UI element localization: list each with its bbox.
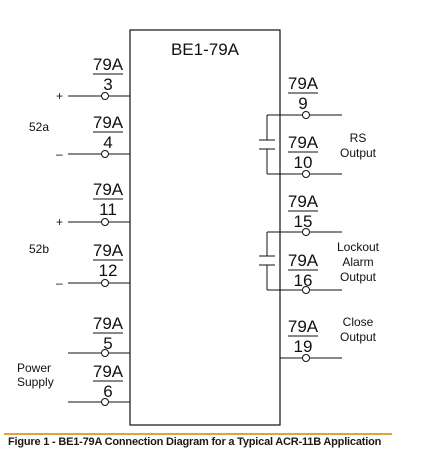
right-terminal-10: 79A 10 (280, 133, 342, 178)
label-rs-output: Output (340, 146, 377, 160)
terminal-number: 5 (103, 334, 112, 353)
caption-rule (4, 433, 392, 435)
figure-caption: Figure 1 - BE1-79A Connection Diagram fo… (8, 436, 382, 448)
label-supply: Supply (17, 375, 54, 389)
terminal-number: 6 (103, 382, 112, 401)
terminal-code: 79A (93, 180, 124, 199)
label-lockout-output: Output (340, 270, 377, 284)
terminal-code: 79A (93, 113, 124, 132)
left-terminal-3: 79A 3 (68, 55, 130, 100)
left-terminal-12: 79A 12 (68, 241, 130, 287)
connection-diagram: BE1-79A 79A 3 79A 4 79A 11 79A 12 79A 5 (17, 29, 380, 426)
plus-sign-52b: + (56, 215, 63, 229)
left-terminal-4: 79A 4 (68, 113, 130, 158)
terminal-number: 12 (99, 261, 118, 280)
terminal-number: 10 (294, 153, 313, 172)
terminal-number: 3 (103, 75, 112, 94)
right-terminal-19: 79A 19 (280, 317, 342, 362)
terminal-code: 79A (288, 192, 319, 211)
right-terminal-9: 79A 9 (280, 74, 342, 119)
terminal-code: 79A (93, 314, 124, 333)
terminal-code: 79A (93, 241, 124, 260)
left-terminal-6: 79A 6 (68, 362, 130, 406)
label-rs: RS (350, 131, 367, 145)
terminal-number: 16 (294, 271, 313, 290)
plus-sign-52a: + (56, 89, 63, 103)
terminal-number: 9 (298, 94, 307, 113)
label-close: Close (343, 315, 374, 329)
right-terminal-16: 79A 16 (280, 251, 342, 294)
terminal-code: 79A (288, 133, 319, 152)
terminal-number: 4 (103, 133, 112, 152)
right-terminal-15: 79A 15 (280, 192, 342, 236)
label-alarm: Alarm (342, 255, 373, 269)
terminal-number: 15 (294, 212, 313, 231)
left-terminal-5: 79A 5 (68, 314, 130, 357)
label-lockout: Lockout (337, 240, 380, 254)
terminal-code: 79A (288, 74, 319, 93)
terminal-code: 79A (93, 55, 124, 74)
label-52b: 52b (29, 242, 49, 256)
device-box (129, 29, 281, 426)
minus-sign-52b: – (56, 276, 63, 290)
minus-sign-52a: – (56, 147, 63, 161)
terminal-number: 11 (99, 200, 117, 219)
terminal-code: 79A (288, 317, 319, 336)
capacitor-lockout (259, 231, 280, 291)
terminal-code: 79A (288, 251, 319, 270)
terminal-number: 19 (294, 337, 313, 356)
label-power: Power (17, 361, 51, 375)
label-close-output: Output (340, 330, 377, 344)
device-title: BE1-79A (171, 40, 240, 59)
label-52a: 52a (29, 120, 49, 134)
terminal-code: 79A (93, 362, 124, 381)
capacitor-rs (259, 114, 280, 175)
left-terminal-11: 79A 11 (68, 180, 130, 226)
